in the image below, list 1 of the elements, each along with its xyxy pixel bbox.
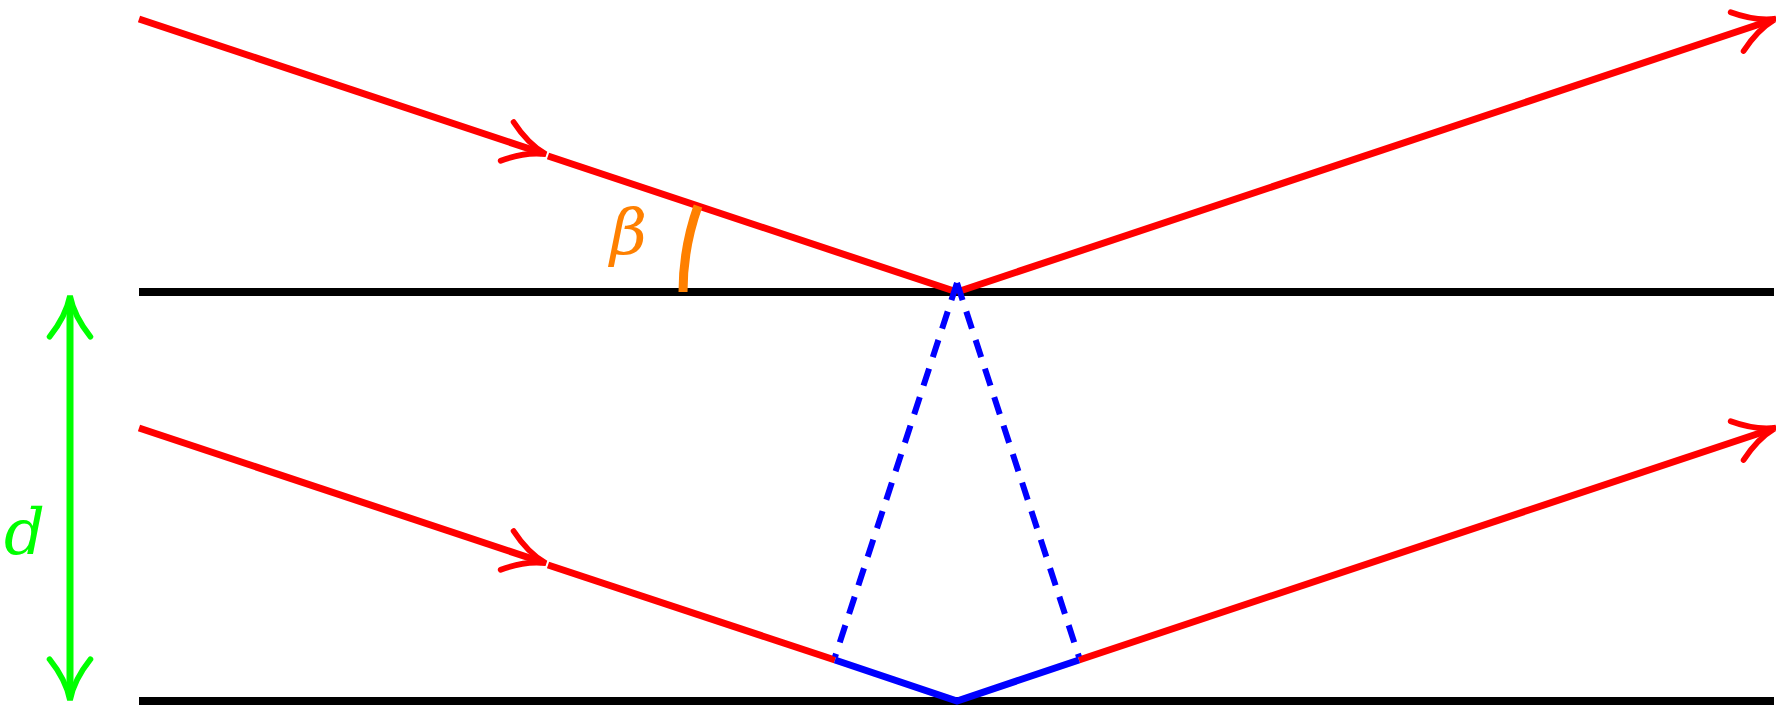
spacing-label: d <box>4 500 45 564</box>
